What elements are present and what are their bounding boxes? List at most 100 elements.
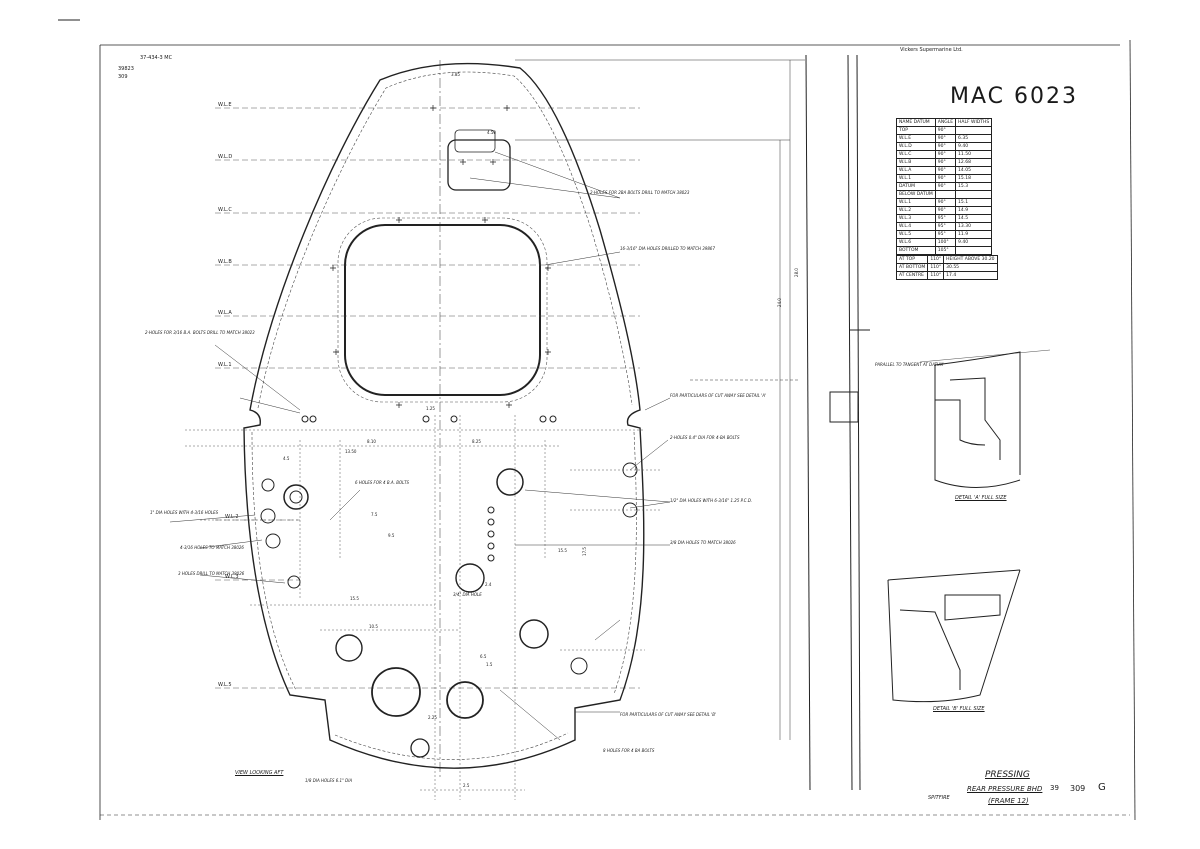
bulkhead-inner-flange (251, 71, 637, 760)
sheet-border (58, 19, 1136, 821)
side-section (805, 54, 870, 791)
dim-label: 1.25 (426, 406, 435, 411)
schedule-cell: W.L.3 (896, 214, 936, 223)
top-left-code: 37-434-3 MC (140, 55, 173, 61)
note-detail-a: FOR PARTICULARS OF CUT AWAY SEE DETAIL '… (670, 393, 767, 398)
waterlines (215, 107, 640, 689)
schedule-cell: W.L.E (896, 134, 936, 143)
schedule-header-cell: ANGLE (934, 118, 957, 127)
note-bottom-dia: 1/8 DIA HOLES 6.1" DIA (305, 778, 353, 783)
note-left-holes: 2-HOLES FOR 3/16 B.A. BOLTS DRILL TO MAT… (145, 330, 255, 335)
schedule-header-cell: HALF WIDTHS (955, 118, 993, 127)
schedule-cell: AT BOTTOM (895, 263, 929, 272)
schedule-cell: TOP (896, 126, 936, 135)
schedule-cell: 95° (934, 230, 957, 239)
dim-label: 2.25 (428, 715, 437, 720)
top-left-ref: 39823 (118, 66, 134, 72)
dim-label: 7.5 (371, 512, 378, 517)
schedule-cell: W.L.C (896, 150, 936, 159)
detail-a-label: DETAIL 'A' FULL SIZE (955, 495, 1007, 501)
schedule-cell: 95° (934, 222, 957, 231)
dim-label: 8.10 (367, 439, 376, 444)
drawing-number: MAC 6023 (950, 84, 1078, 109)
schedule-cell: 90° (934, 158, 957, 167)
note-top-holes: 2-HOLES FOR 2BA BOLTS DRILL TO MATCH 380… (590, 190, 690, 195)
schedule-cell: W.L.1 (896, 174, 936, 183)
schedule-cell: HEIGHT ABOVE 30.20 (943, 255, 998, 264)
wl-label: W.L.C (218, 207, 232, 213)
schedule-cell (955, 126, 993, 135)
schedule-cell: 90° (934, 206, 957, 215)
parallel-note: PARALLEL TO TANGENT AT DATUM (875, 362, 944, 367)
schedule-cell: W.L.A (896, 166, 936, 175)
schedule-cell: W.L.6 (896, 238, 936, 247)
dim-label: 3.85 (451, 72, 460, 77)
schedule-cell: 105° (934, 246, 957, 255)
schedule-cell: 14.05 (955, 166, 993, 175)
title-sub: REAR PRESSURE BHD (967, 785, 1043, 793)
view-note: VIEW LOOKING AFT (235, 770, 284, 776)
wl-label: W.L.3 (225, 574, 239, 580)
dim-label: 28.0 (793, 268, 799, 277)
detail-b-sketch (887, 569, 1021, 703)
schedule-cell: 12.68 (955, 158, 993, 167)
dim-label: 4.5 (283, 456, 290, 461)
stamp-text: Vickers Supermarine Ltd. (900, 47, 963, 53)
wl-label: W.L.A (218, 310, 232, 316)
schedule-cell: W.L.D (896, 142, 936, 151)
dim-label: 8.25 (472, 439, 481, 444)
note-match-right: 3/8 DIA HOLES TO MATCH 38026 (670, 540, 736, 545)
dim-label: 2.4 (485, 582, 492, 587)
schedule-cell: 9.40 (955, 238, 993, 247)
bulkhead-outline (243, 62, 645, 769)
schedule-cell: W.L.2 (896, 206, 936, 215)
schedule-cell: BOTTOM (896, 246, 936, 255)
dim-label: 17.5 (581, 547, 587, 556)
wl-label: W.L.D (218, 154, 232, 160)
schedule-cell: AT CENTRE (895, 271, 929, 280)
schedule-cell: 110° (927, 263, 945, 272)
fastener-crosses (330, 105, 551, 408)
dim-label: 9.5 (388, 533, 395, 538)
schedule-cell: 13.30 (955, 222, 993, 231)
schedule-cell: 90° (934, 126, 957, 135)
main-cutout (344, 224, 541, 396)
schedule-header-cell: NAME DATUM (896, 118, 936, 127)
dim-label: 15.5 (558, 548, 567, 553)
schedule-cell: 90° (934, 134, 957, 143)
schedule-cell: DATUM (896, 182, 936, 191)
aircraft-name: SPITFIRE (928, 795, 950, 801)
schedule-cell: 90° (934, 166, 957, 175)
detail-b-label: DETAIL 'B' FULL SIZE (933, 706, 985, 712)
schedule-cell: W.L.1 (896, 198, 936, 207)
wl-label: W.L.1 (218, 362, 232, 368)
schedule-cell: W.L.B (896, 158, 936, 167)
dim-label: 2.5 (463, 783, 470, 788)
schedule-cell: 90° (934, 198, 957, 207)
waterline-labels: W.L.E W.L.D W.L.C W.L.B W.L.A W.L.1 W.L.… (218, 102, 239, 688)
schedule-cell: 100° (934, 238, 957, 247)
schedule-cell: AT TOP (895, 255, 929, 264)
note-bolts-right: 2-HOLES 0.4" DIA FOR 4-BA BOLTS (670, 435, 740, 440)
schedule-cell: 14.9 (955, 206, 993, 215)
schedule-cell: 11.9 (955, 230, 993, 239)
schedule-cell: 90° (934, 182, 957, 191)
